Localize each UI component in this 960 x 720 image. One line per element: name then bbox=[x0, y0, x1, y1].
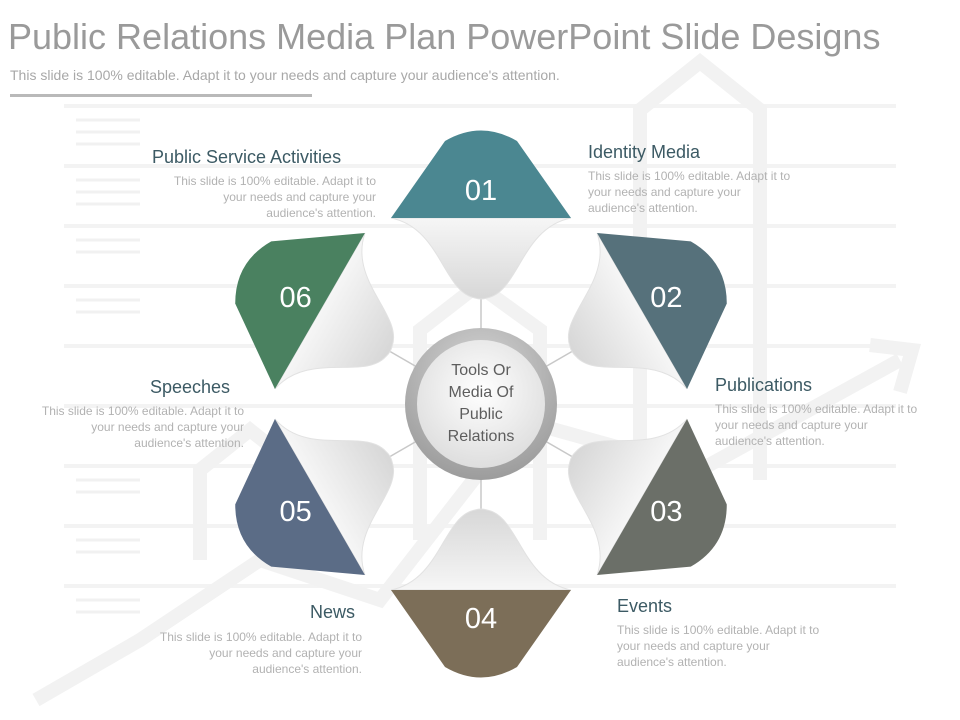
petal-04-cap bbox=[391, 590, 571, 678]
item-01-description: This slide is 100% editable. Adapt it to… bbox=[588, 169, 791, 215]
petal-01-number: 01 bbox=[465, 175, 497, 207]
petal-05-cap bbox=[235, 419, 365, 575]
item-04-label: News bbox=[310, 602, 356, 622]
petal-04 bbox=[390, 508, 572, 678]
title-underline bbox=[10, 94, 312, 97]
item-02-label: Publications bbox=[715, 375, 813, 395]
item-03-description: This slide is 100% editable. Adapt it to… bbox=[617, 623, 820, 669]
center-hub bbox=[417, 340, 545, 468]
petal-03-inner bbox=[567, 418, 688, 576]
item-06-label: Public Service Activities bbox=[152, 147, 342, 167]
petal-06-inner bbox=[274, 232, 395, 390]
page-subtitle: This slide is 100% editable. Adapt it to… bbox=[10, 67, 560, 83]
petal-04-number: 04 bbox=[465, 603, 497, 635]
item-02-description: This slide is 100% editable. Adapt it to… bbox=[715, 402, 918, 448]
petal-03-number: 03 bbox=[650, 496, 682, 528]
petal-02 bbox=[567, 232, 727, 390]
petal-05 bbox=[235, 418, 395, 576]
petal-01-inner bbox=[390, 217, 572, 300]
petal-01 bbox=[390, 130, 572, 300]
center-hub-label: Tools Or Media Of Public Relations bbox=[447, 362, 515, 445]
petal-06-number: 06 bbox=[280, 282, 312, 314]
item-03-label: Events bbox=[617, 596, 673, 616]
petal-05-number: 05 bbox=[280, 496, 312, 528]
petal-06-cap bbox=[235, 233, 365, 389]
item-06-description: This slide is 100% editable. Adapt it to… bbox=[173, 174, 376, 220]
item-01-label: Identity Media bbox=[588, 142, 701, 162]
item-04-description: This slide is 100% editable. Adapt it to… bbox=[159, 630, 362, 676]
petal-01-cap bbox=[391, 130, 571, 218]
petal-02-inner bbox=[567, 232, 688, 390]
petal-03-cap bbox=[597, 419, 727, 575]
petal-03 bbox=[567, 418, 727, 576]
petal-02-cap bbox=[597, 233, 727, 389]
petal-02-number: 02 bbox=[650, 282, 682, 314]
item-05-description: This slide is 100% editable. Adapt it to… bbox=[41, 404, 244, 450]
petal-06 bbox=[235, 232, 395, 390]
petal-04-inner bbox=[390, 508, 572, 591]
item-05-label: Speeches bbox=[150, 377, 231, 397]
petal-05-inner bbox=[274, 418, 395, 576]
page-title: Public Relations Media Plan PowerPoint S… bbox=[8, 16, 881, 57]
